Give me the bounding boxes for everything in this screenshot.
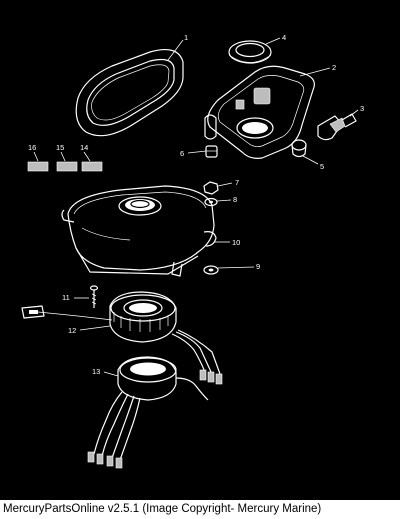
callout-16: 16 (28, 143, 36, 152)
callout-9: 9 (256, 262, 260, 271)
part-13-trigger[interactable] (87, 356, 209, 469)
part-11-screw[interactable] (89, 285, 99, 308)
part-16-decal[interactable] (27, 161, 49, 172)
callout-2: 2 (332, 63, 336, 72)
part-2-housing[interactable] (204, 65, 315, 159)
image-caption: MercuryPartsOnline v2.5.1 (Image Copyrig… (0, 500, 400, 519)
exploded-parts-diagram: 1 2 3 4 5 6 7 8 9 10 11 12 13 14 15 16 (21, 33, 365, 469)
part-14-decal[interactable] (81, 161, 103, 172)
part-10-flywheel-cover[interactable] (61, 185, 217, 277)
callout-13: 13 (92, 367, 100, 376)
callout-4: 4 (282, 33, 286, 42)
part-6-nut[interactable] (205, 145, 218, 158)
part-1-gasket[interactable] (75, 49, 184, 137)
part-12-stator[interactable] (21, 291, 223, 385)
callout-14: 14 (80, 143, 88, 152)
callout-10: 10 (232, 238, 240, 247)
callout-11: 11 (62, 293, 70, 302)
part-15-decal[interactable] (56, 161, 78, 172)
callout-15: 15 (56, 143, 64, 152)
callout-5: 5 (320, 162, 324, 171)
part-9-washer[interactable] (203, 265, 219, 275)
callout-7: 7 (235, 178, 239, 187)
callout-8: 8 (233, 195, 237, 204)
callout-1: 1 (184, 33, 188, 42)
part-4-grommet[interactable] (228, 40, 272, 64)
callout-12: 12 (68, 326, 76, 335)
callout-6: 6 (180, 149, 184, 158)
part-7-nut[interactable] (203, 181, 219, 195)
part-5-cap[interactable] (291, 139, 307, 158)
part-3-plug[interactable] (317, 113, 357, 141)
callout-3: 3 (360, 104, 364, 113)
